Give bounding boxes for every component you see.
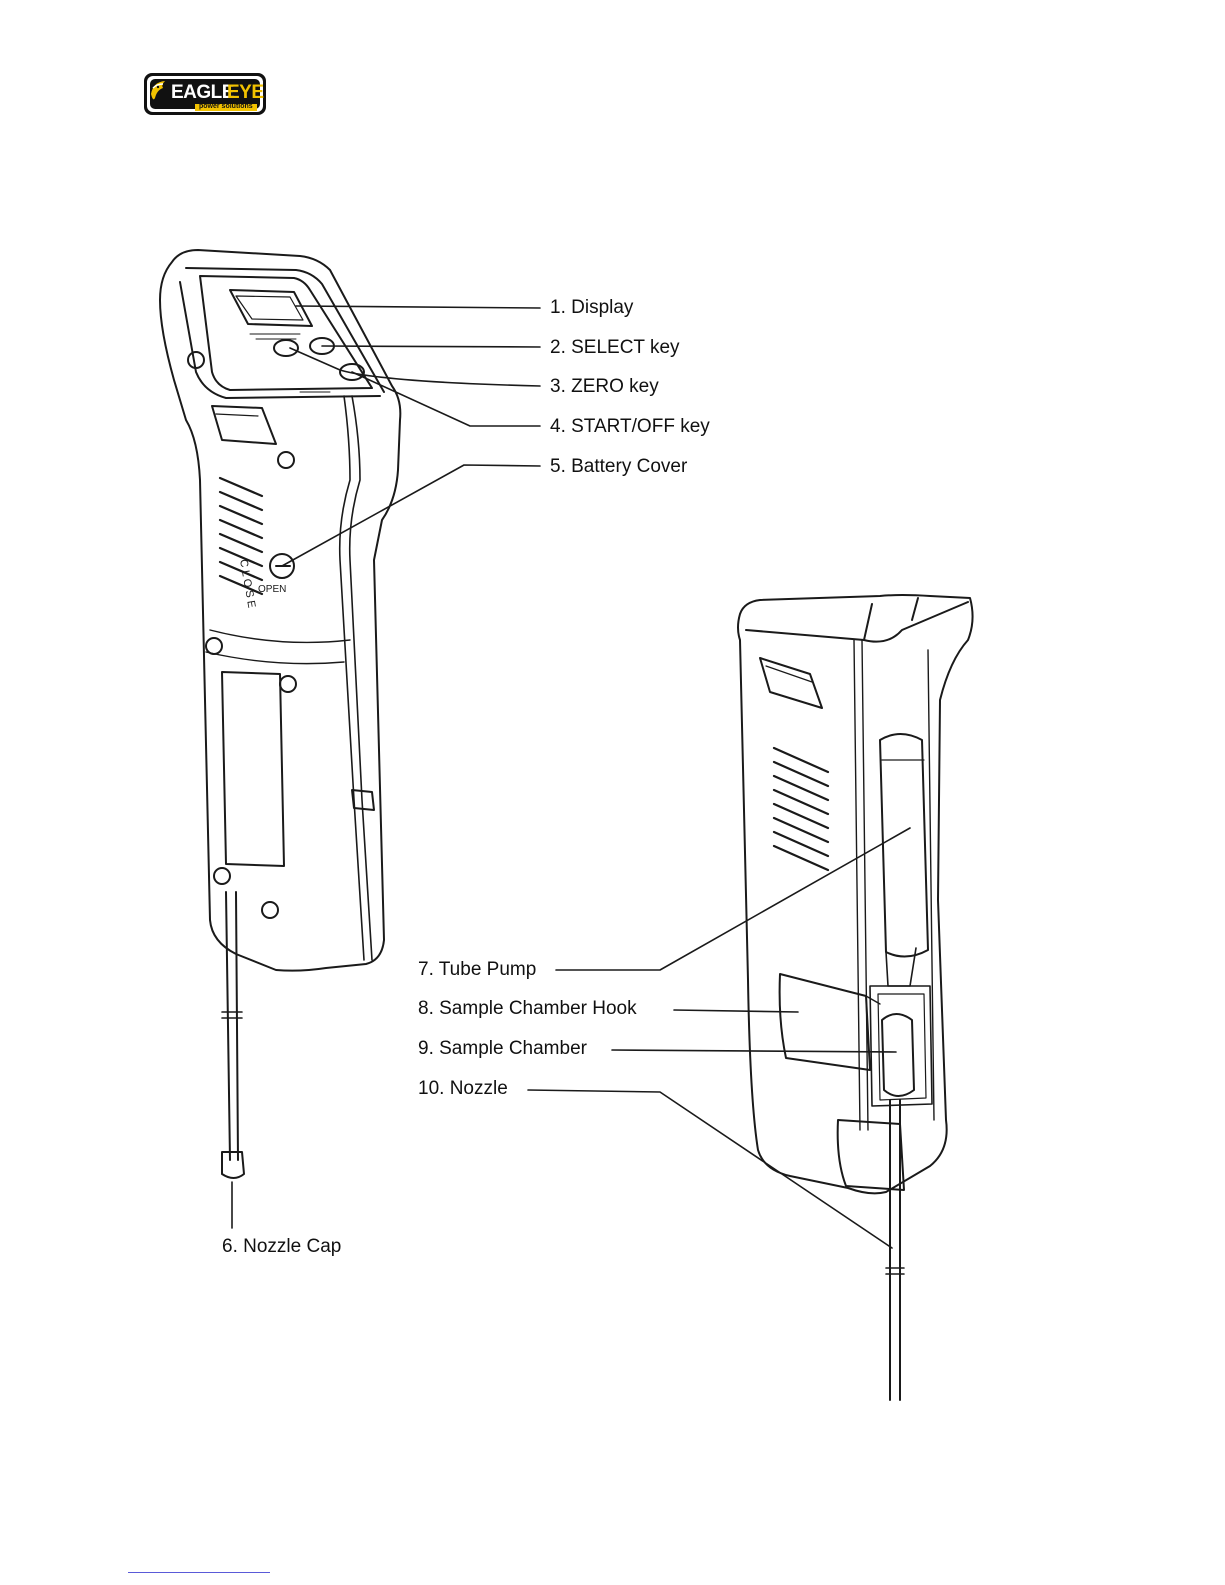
leader-nozzle: [528, 1090, 892, 1248]
label-nozzle: 10. Nozzle: [418, 1078, 508, 1100]
footer-rule: [128, 1572, 270, 1573]
label-tube-pump: 7. Tube Pump: [418, 959, 536, 981]
leader-battery-cover: [282, 465, 540, 566]
label-nozzle-cap: 6. Nozzle Cap: [222, 1236, 341, 1258]
open-mark: OPEN: [258, 584, 286, 595]
label-battery-cover: 5. Battery Cover: [550, 456, 687, 478]
label-display: 1. Display: [550, 297, 633, 319]
label-zero-key: 3. ZERO key: [550, 376, 659, 398]
leader-select-key: [322, 346, 540, 347]
callout-lines: [282, 306, 910, 1248]
back-device: [738, 595, 973, 1400]
label-select-key: 2. SELECT key: [550, 337, 680, 359]
label-sample-chamber: 9. Sample Chamber: [418, 1038, 587, 1060]
front-device: [160, 250, 400, 1228]
label-sample-chamber-hook: 8. Sample Chamber Hook: [418, 998, 637, 1020]
leader-display: [296, 306, 540, 308]
label-start-off-key: 4. START/OFF key: [550, 416, 710, 438]
leader-start-off-key: [352, 372, 540, 426]
leader-sample-chamber: [612, 1050, 896, 1052]
